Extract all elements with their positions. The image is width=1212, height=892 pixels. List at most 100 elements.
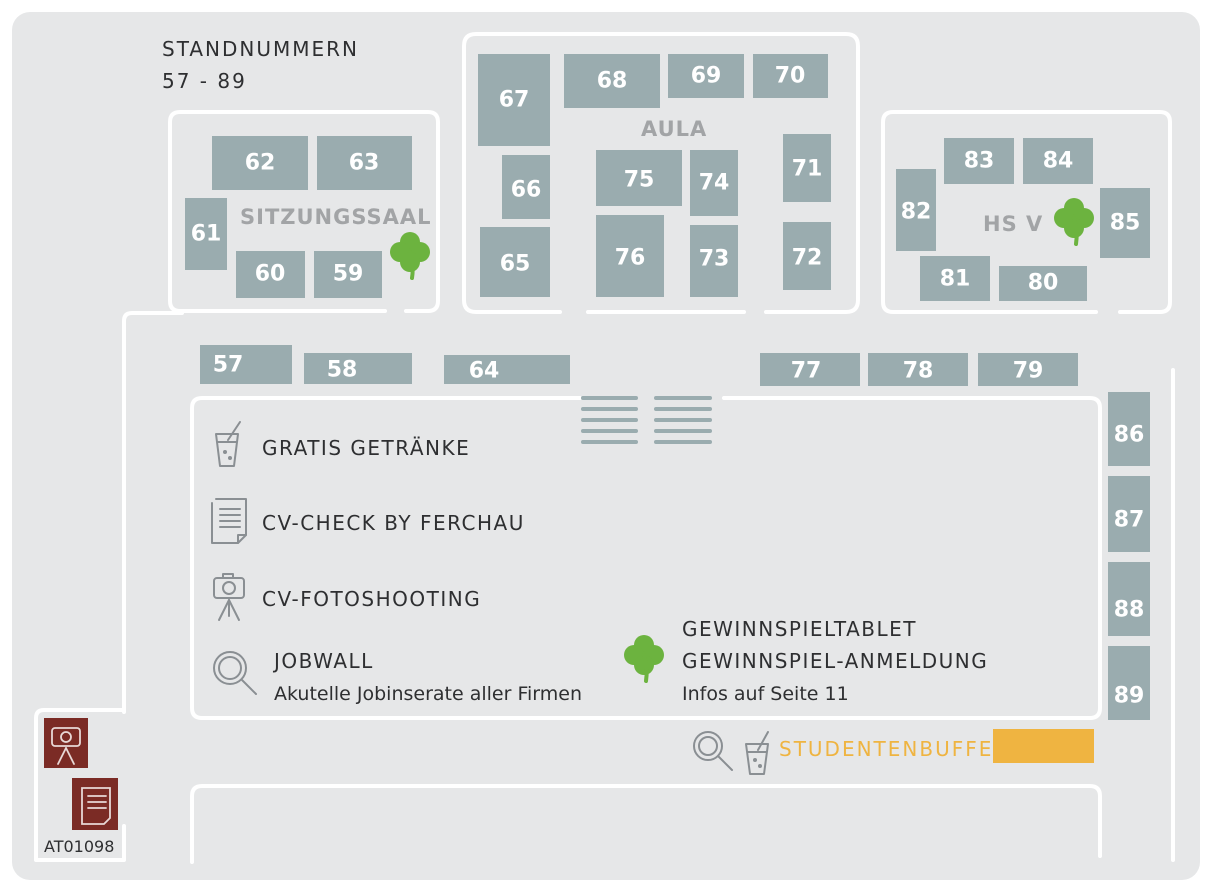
booth-89[interactable]: 89 — [1108, 646, 1150, 720]
buffet-label: STUDENTENBUFFET — [779, 737, 1008, 761]
cv-check-station-badge[interactable] — [72, 778, 118, 830]
camera-icon — [213, 573, 245, 621]
booth-label: 79 — [1013, 359, 1044, 384]
legend-jobwall-sublabel: Akutelle Jobinserate aller Firmen — [274, 683, 582, 705]
booth-label: 67 — [499, 88, 530, 113]
header-line-2: 57 - 89 — [162, 69, 247, 93]
document-icon — [81, 787, 111, 825]
booth-label: 88 — [1114, 598, 1145, 623]
booth-label: 66 — [511, 178, 542, 203]
legend-photo-label: CV-FOTOSHOOTING — [262, 587, 481, 611]
legend-raffle-line-1: GEWINNSPIELTABLET — [682, 617, 917, 641]
booth-71[interactable]: 71 — [783, 134, 831, 202]
booth-72[interactable]: 72 — [783, 222, 831, 290]
booth-label: 70 — [775, 64, 806, 89]
booth-61[interactable]: 61 — [185, 198, 227, 270]
booth-label: 76 — [615, 246, 646, 271]
booth-83[interactable]: 83 — [944, 138, 1014, 184]
booth-label: 60 — [255, 262, 286, 287]
drink-icon — [745, 731, 769, 775]
drink-icon — [215, 421, 241, 467]
booth-label: 83 — [964, 149, 995, 174]
booth-label: 85 — [1110, 211, 1141, 236]
booth-81[interactable]: 81 — [920, 256, 990, 301]
booth-label: 75 — [624, 168, 655, 193]
booth-64[interactable]: 64 — [444, 355, 570, 384]
booth-label: 65 — [500, 252, 531, 277]
booth-58[interactable]: 58 — [304, 353, 412, 384]
booth-label: 63 — [349, 151, 380, 176]
booth-80[interactable]: 80 — [999, 266, 1087, 301]
booth-label: 58 — [327, 358, 358, 383]
station-code: AT01098 — [44, 837, 114, 856]
booth-65[interactable]: 65 — [480, 227, 550, 297]
booth-label: 81 — [940, 267, 971, 292]
magnifier-icon — [213, 651, 257, 695]
camera-icon — [51, 727, 81, 765]
corridor-wall-left — [122, 311, 184, 714]
booth-87[interactable]: 87 — [1108, 476, 1150, 552]
booth-88[interactable]: 88 — [1108, 562, 1150, 636]
booth-label: 80 — [1028, 271, 1059, 296]
booth-70[interactable]: 70 — [753, 54, 828, 98]
booth-label: 78 — [903, 359, 934, 384]
booth-76[interactable]: 76 — [596, 215, 664, 297]
legend-drinks-label: GRATIS GETRÄNKE — [262, 436, 470, 460]
booth-67[interactable]: 67 — [478, 54, 550, 146]
booth-label: 89 — [1114, 684, 1145, 709]
buffet-counter[interactable] — [993, 729, 1094, 763]
magnifier-icon — [693, 731, 733, 771]
legend-raffle-line-3: Infos auf Seite 11 — [682, 683, 849, 705]
booth-85[interactable]: 85 — [1100, 188, 1150, 258]
booth-68[interactable]: 68 — [564, 54, 660, 108]
legend-raffle-line-2: GEWINNSPIEL-ANMELDUNG — [682, 649, 988, 673]
booth-label: 57 — [213, 353, 244, 378]
stairs-icon — [581, 396, 712, 444]
booth-78[interactable]: 78 — [868, 353, 968, 386]
legend-jobwall-label: JOBWALL — [272, 649, 374, 673]
booth-66[interactable]: 66 — [502, 155, 550, 219]
aula-wall — [462, 32, 860, 314]
booth-69[interactable]: 69 — [668, 54, 744, 98]
booth-label: 86 — [1114, 423, 1145, 448]
booth-label: 77 — [791, 359, 822, 384]
booth-57[interactable]: 57 — [200, 345, 292, 384]
hs-v-wall — [881, 110, 1172, 314]
booth-86[interactable]: 86 — [1108, 392, 1150, 466]
booth-73[interactable]: 73 — [690, 225, 738, 297]
booth-label: 82 — [901, 200, 932, 225]
booth-label: 59 — [333, 262, 364, 287]
booth-label: 69 — [691, 64, 722, 89]
room-label-hs-v: HS V — [983, 212, 1043, 236]
booth-label: 68 — [597, 69, 628, 94]
booth-79[interactable]: 79 — [978, 353, 1078, 386]
room-label-aula: AULA — [641, 117, 707, 141]
legend-cv-check-label: CV-CHECK BY FERCHAU — [262, 511, 525, 535]
booth-label: 74 — [699, 171, 730, 196]
header-line-1: STANDNUMMERN — [162, 37, 359, 61]
booth-59[interactable]: 59 — [314, 251, 382, 298]
booth-label: 62 — [245, 151, 276, 176]
booth-label: 71 — [792, 157, 823, 182]
booth-63[interactable]: 63 — [317, 136, 412, 190]
booth-60[interactable]: 60 — [236, 251, 305, 298]
main-hall-wall — [190, 396, 1102, 720]
booth-62[interactable]: 62 — [212, 136, 308, 190]
room-label-sitzungssaal: SITZUNGSSAAL — [240, 205, 432, 229]
booth-label: 72 — [792, 246, 823, 271]
booth-74[interactable]: 74 — [690, 150, 738, 216]
document-icon — [211, 498, 247, 544]
booth-82[interactable]: 82 — [896, 169, 936, 251]
booth-75[interactable]: 75 — [596, 150, 682, 206]
booth-label: 61 — [191, 222, 222, 247]
booth-label: 87 — [1114, 508, 1145, 533]
booth-label: 73 — [699, 247, 730, 272]
booth-label: 64 — [469, 359, 500, 384]
booth-label: 84 — [1043, 149, 1074, 174]
sitzungssaal-wall — [168, 110, 440, 313]
booth-77[interactable]: 77 — [760, 353, 860, 386]
booth-84[interactable]: 84 — [1023, 138, 1093, 184]
lower-hall-wall — [190, 784, 1102, 864]
photo-station-badge[interactable] — [44, 718, 88, 768]
